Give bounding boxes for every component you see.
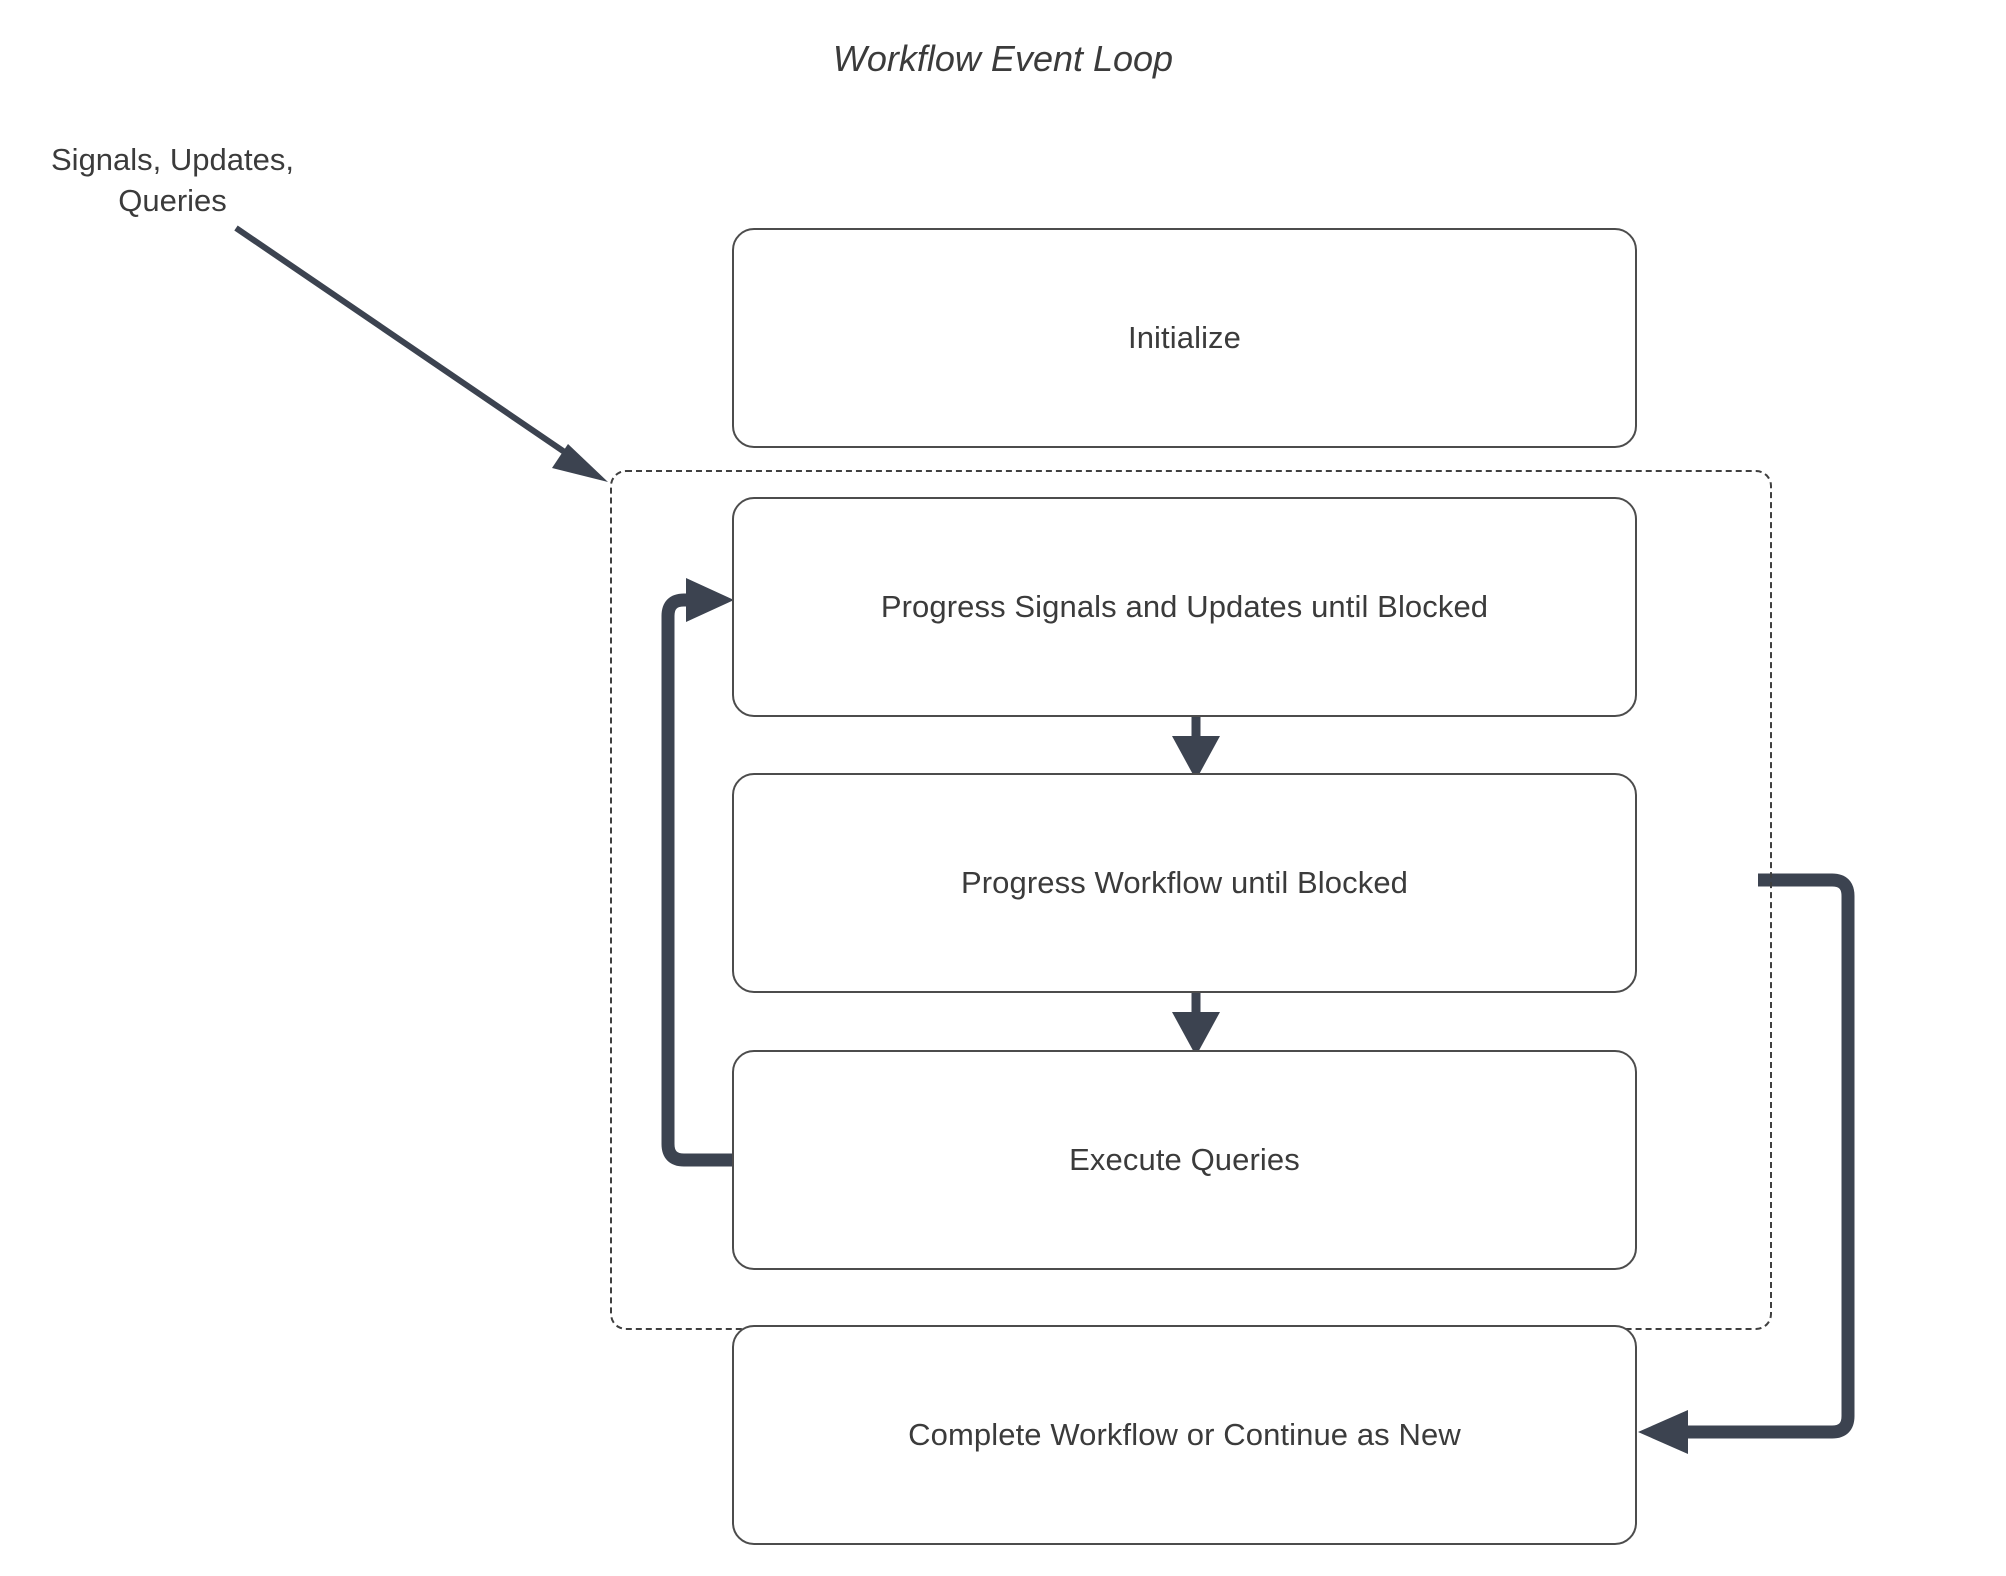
node-execute-queries[interactable]: Execute Queries xyxy=(732,1050,1637,1270)
node-progress-signals[interactable]: Progress Signals and Updates until Block… xyxy=(732,497,1637,717)
edge-progress-workflow-to-execute-queries-icon xyxy=(1172,993,1220,1056)
external-input-label-line1: Signals, Updates, xyxy=(51,142,294,177)
node-initialize-label: Initialize xyxy=(1128,319,1241,355)
diagram-title: Workflow Event Loop xyxy=(832,38,1174,79)
edge-progress-signals-to-progress-workflow-icon xyxy=(1172,717,1220,780)
node-progress-workflow[interactable]: Progress Workflow until Blocked xyxy=(732,773,1637,993)
node-execute-queries-label: Execute Queries xyxy=(1069,1141,1300,1177)
edge-signals-to-loop-icon xyxy=(234,225,608,482)
node-complete-workflow-label: Complete Workflow or Continue as New xyxy=(908,1416,1461,1452)
node-complete-workflow[interactable]: Complete Workflow or Continue as New xyxy=(732,1325,1637,1545)
node-initialize[interactable]: Initialize xyxy=(732,228,1637,448)
edge-execute-queries-to-progress-signals-icon xyxy=(661,578,734,1167)
external-input-label-line2: Queries xyxy=(118,182,227,218)
node-progress-workflow-label: Progress Workflow until Blocked xyxy=(960,864,1409,900)
edge-loop-group-to-complete-workflow-icon xyxy=(1638,873,1855,1454)
node-progress-signals-label: Progress Signals and Updates until Block… xyxy=(880,588,1489,624)
external-input-label: Signals, Updates, Queries xyxy=(30,140,315,222)
